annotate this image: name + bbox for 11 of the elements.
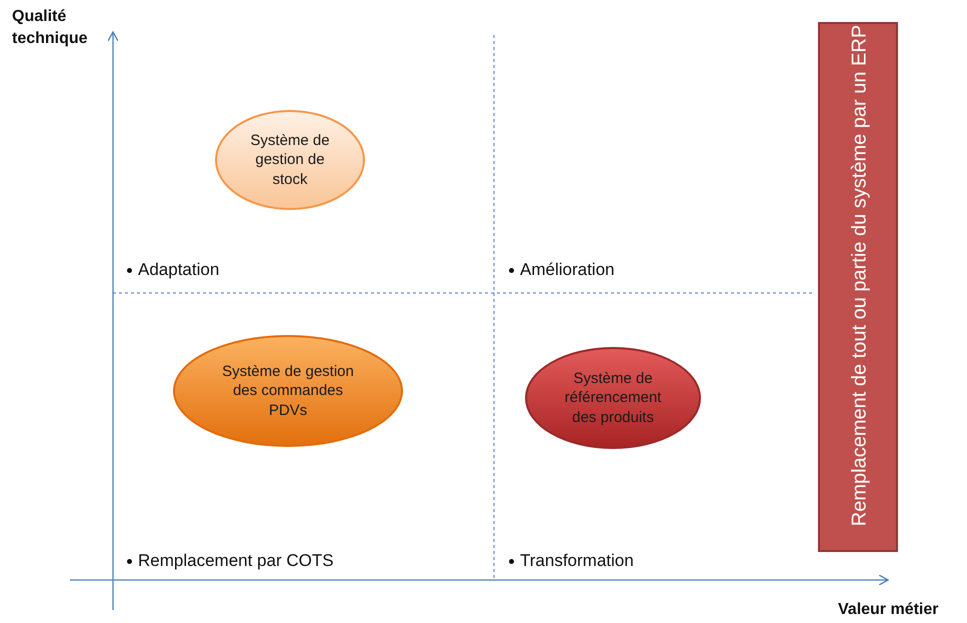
quadrant-label: Amélioration [520,260,614,280]
ellipse-text: Système de gestion de stock [249,130,331,190]
bar-text: Remplacement de tout ou partie du système par un ERP [848,24,872,528]
quadrant-label: Remplacement par COTS [138,551,334,571]
ellipse-text: Système de gestion des commandes PDVs [221,362,355,420]
quadrant-label: Transformation [520,551,634,571]
axis-title: Valeur métier [838,601,938,619]
quadrant-label: Adaptation [138,260,220,280]
axis-title: Qualité technique [12,7,89,49]
strategy-bar [818,22,898,552]
ellipse-text: Système de référencement des produits [564,368,662,428]
